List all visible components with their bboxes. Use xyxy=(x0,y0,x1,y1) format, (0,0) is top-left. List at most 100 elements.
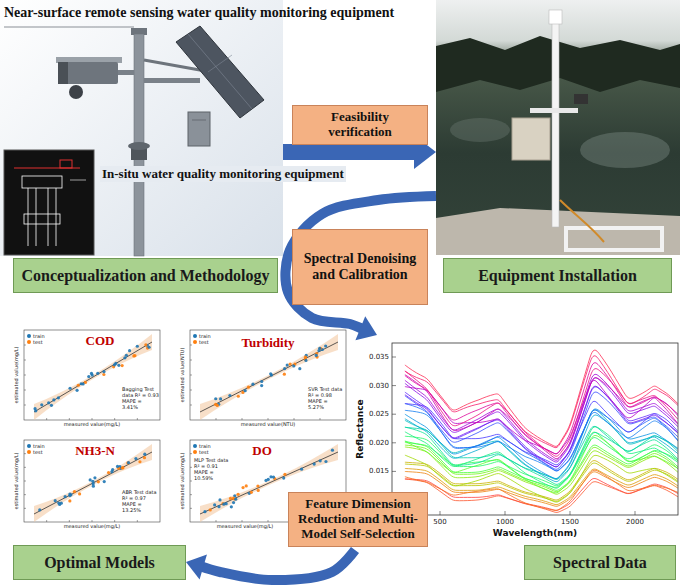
axis-title: estimated value(mg/L) xyxy=(14,453,20,510)
axis-title: measured value(mg/L) xyxy=(64,422,121,428)
legend-item: test xyxy=(27,339,43,346)
data-point xyxy=(128,349,131,352)
axis-tick xyxy=(190,467,192,468)
axis-tick xyxy=(92,520,93,522)
data-point xyxy=(218,498,221,501)
photo-camera xyxy=(574,94,588,104)
cable xyxy=(560,200,604,242)
sky-reflection xyxy=(450,118,510,142)
data-point xyxy=(324,460,327,463)
data-point xyxy=(247,386,250,389)
legend-item: train xyxy=(193,332,211,339)
spectrum-curve xyxy=(405,386,678,467)
metrics-note: SVR Test data R² = 0.98 MAPE = 5.27% xyxy=(308,387,345,410)
solar-panel xyxy=(176,26,264,118)
data-point xyxy=(228,394,231,397)
spectrum-curve xyxy=(405,350,678,446)
data-point xyxy=(221,502,224,505)
spectrum-curve xyxy=(405,369,678,457)
legend-swatch xyxy=(27,450,31,454)
axis-tick xyxy=(392,414,396,415)
data-point xyxy=(78,492,81,495)
data-point xyxy=(121,467,124,470)
arrow-body xyxy=(285,196,436,330)
legend-swatch xyxy=(193,340,197,344)
data-point xyxy=(92,485,95,488)
data-point xyxy=(96,372,99,375)
data-point xyxy=(283,473,286,476)
data-point xyxy=(77,384,80,387)
data-point xyxy=(304,356,307,359)
controller-box xyxy=(188,112,210,146)
axis-tick xyxy=(24,360,26,361)
data-point xyxy=(236,493,239,496)
axis-tick xyxy=(216,520,217,522)
data-point xyxy=(138,460,141,463)
scatter-plot xyxy=(190,330,346,420)
data-point xyxy=(91,480,94,483)
data-point xyxy=(313,462,316,465)
panel-grid xyxy=(188,34,252,109)
tick-label: 2000 xyxy=(626,518,644,526)
data-point xyxy=(269,372,272,375)
arrow-body xyxy=(200,550,355,580)
tick-label: 0.035 xyxy=(369,353,389,361)
axis-tick xyxy=(440,511,441,515)
drawing-ground xyxy=(0,0,283,256)
schematic-line xyxy=(48,188,49,246)
data-point xyxy=(209,508,212,511)
axis-tick xyxy=(216,418,217,420)
axis-tick xyxy=(24,375,26,376)
axis-tick xyxy=(242,418,243,420)
data-point xyxy=(75,389,78,392)
spectrum-curve xyxy=(405,363,678,454)
schematic-inset xyxy=(4,150,94,255)
data-point xyxy=(217,505,220,508)
axis-tick xyxy=(137,418,138,420)
box-text: Conceptualization and Methodology xyxy=(21,267,269,285)
data-point xyxy=(257,489,260,492)
scatter-plot xyxy=(24,440,160,522)
data-point xyxy=(292,364,295,367)
photo-arm xyxy=(530,108,578,113)
schematic-part xyxy=(60,160,72,168)
data-point xyxy=(40,403,43,406)
photo-box xyxy=(512,118,550,160)
data-point xyxy=(319,459,322,462)
plot-frame xyxy=(190,330,346,420)
data-point xyxy=(111,468,114,471)
spectrum-curve xyxy=(405,387,678,467)
legend-swatch xyxy=(27,334,31,338)
axis-tick xyxy=(24,494,26,495)
tick-label: 500 xyxy=(433,518,446,526)
figure-panel: Equipment Installation xyxy=(436,0,680,295)
part-label: In-situ water quality monitoring equipme… xyxy=(100,166,346,182)
axis-title: measured value(mg/L) xyxy=(217,524,274,530)
arrow-head xyxy=(186,555,207,580)
legend-text: train xyxy=(199,333,211,339)
axis-tick xyxy=(190,453,192,454)
axis-tick xyxy=(24,390,26,391)
axis-title: estimated value(mg/L) xyxy=(180,453,186,510)
data-point xyxy=(103,480,106,483)
caption-box: Spectral Data xyxy=(524,545,676,580)
data-point xyxy=(102,373,105,376)
data-point xyxy=(107,471,110,474)
data-point xyxy=(114,362,117,365)
legend-text: test xyxy=(199,449,209,455)
side-arm xyxy=(144,78,200,83)
legend-item: train xyxy=(27,442,45,449)
data-point xyxy=(298,367,301,370)
data-point xyxy=(300,468,303,471)
data-point xyxy=(63,495,66,498)
chart-title: Turbidity xyxy=(242,335,295,351)
axis-tick xyxy=(190,345,192,346)
chart-title: DO xyxy=(252,443,272,459)
axis-tick xyxy=(24,467,26,468)
tick-label: 0.020 xyxy=(369,439,389,447)
data-point xyxy=(272,475,275,478)
metrics-note: Bagging Test data R² = 0.93 MAPE = 3.41% xyxy=(122,387,159,410)
data-point xyxy=(264,479,267,482)
axis-title: measured value(NTU) xyxy=(241,422,296,428)
